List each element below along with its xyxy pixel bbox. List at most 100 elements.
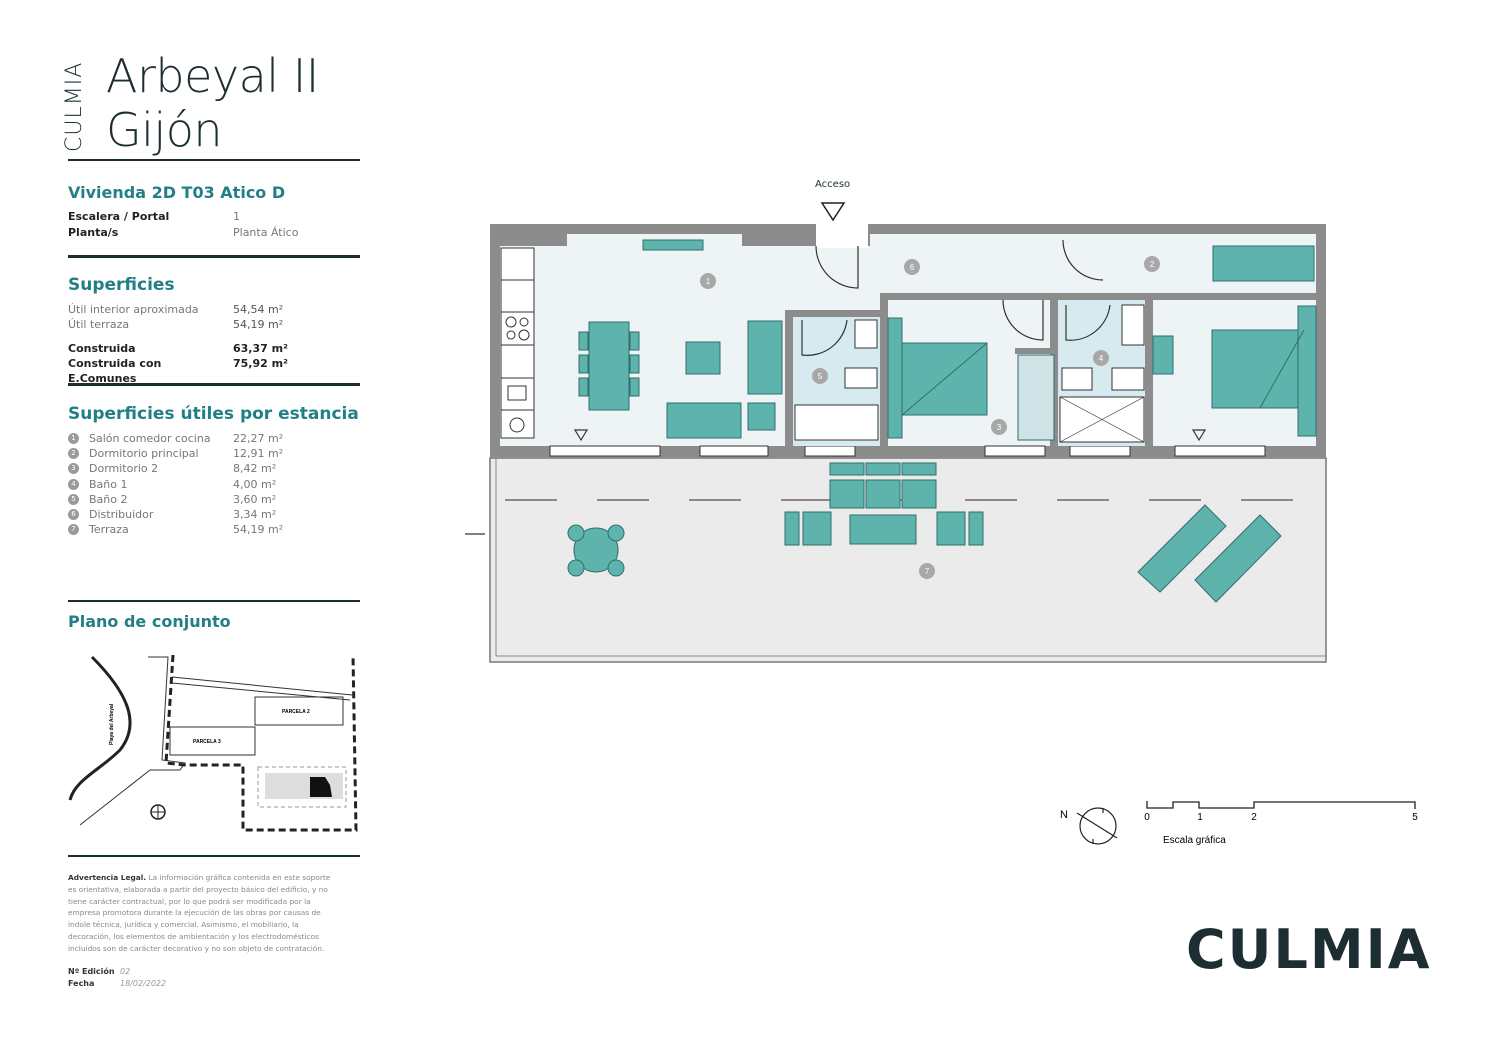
svg-text:4: 4 <box>1099 354 1104 363</box>
room-label: Dormitorio 2 <box>89 462 159 475</box>
kitchen-counter <box>500 247 535 439</box>
date-row: Fecha 18/02/2022 <box>68 978 166 990</box>
svg-text:5: 5 <box>1412 812 1418 823</box>
svg-text:2: 2 <box>1251 812 1257 823</box>
surface-label: Útil interior aproximada <box>68 303 199 316</box>
svg-text:0: 0 <box>1144 812 1150 823</box>
room-area: 8,42 m² <box>233 462 277 475</box>
scale-label: Escala gráfica <box>1163 835 1226 846</box>
room-label: Dormitorio principal <box>89 447 199 460</box>
svg-text:3: 3 <box>997 423 1002 432</box>
room-number-markers <box>700 256 1160 579</box>
project-city: Gijón <box>106 103 223 157</box>
parcel-b <box>169 726 256 756</box>
room-row: 3 Dormitorio 2 8,42 m² <box>68 461 358 476</box>
svg-text:6: 6 <box>910 263 915 272</box>
divider <box>68 159 360 161</box>
field-value: Planta Ático <box>233 226 299 239</box>
room-number-labels: 1 2 3 4 5 6 7 <box>706 260 1155 576</box>
legal-text: La información gráfica contenida en este… <box>68 873 331 953</box>
room-number-badge: 4 <box>68 479 79 490</box>
surface-label: Útil terraza <box>68 318 130 331</box>
field-value: 1 <box>233 210 240 223</box>
furniture <box>567 239 1317 603</box>
street-curve <box>68 655 132 801</box>
site-plan-title: Plano de conjunto <box>68 612 231 631</box>
room-label: Baño 1 <box>89 478 128 491</box>
room-number-badge: 2 <box>68 448 79 459</box>
room-label: Baño 2 <box>89 493 128 506</box>
room-area: 3,60 m² <box>233 493 277 506</box>
surface-row: Construida con E.Comunes 75,92 m² <box>68 356 358 386</box>
room-number-badge: 1 <box>68 433 79 444</box>
surface-label: Construida con E.Comunes <box>68 357 162 385</box>
surface-value: 75,92 m² <box>233 357 288 370</box>
surface-row: Útil interior aproximada 54,54 m² <box>68 302 358 317</box>
parcel-a <box>254 696 344 726</box>
project-title: Arbeyal II <box>106 49 319 103</box>
bath-fixtures <box>794 304 1145 443</box>
north-label: N <box>1060 809 1068 821</box>
unit-name: Vivienda 2D T03 Atico D <box>68 183 286 202</box>
date-value: 18/02/2022 <box>120 979 167 988</box>
compass-icon <box>1076 807 1118 845</box>
room-label: Salón comedor cocina <box>89 432 211 445</box>
room-row: 7 Terraza 54,19 m² <box>68 522 358 537</box>
scale-bar <box>1146 801 1416 809</box>
field-label: Planta/s <box>68 226 119 239</box>
room-row: 4 Baño 1 4,00 m² <box>68 477 358 492</box>
divider <box>68 600 360 602</box>
field-portal: Escalera / Portal 1 <box>68 209 358 224</box>
room-number-badge: 6 <box>68 509 79 520</box>
street-label: Playa del Arbeyal <box>109 703 115 745</box>
access-label: Acceso <box>815 179 851 190</box>
culmia-logo: CULMIA <box>1186 918 1432 981</box>
entrance-opening <box>816 224 868 248</box>
surface-value: 54,54 m² <box>233 303 284 316</box>
room-area: 54,19 m² <box>233 523 284 536</box>
window-arrows <box>573 429 1207 442</box>
north-icon-cross <box>151 805 165 819</box>
room-area: 3,34 m² <box>233 508 277 521</box>
superficies-title: Superficies <box>68 275 175 295</box>
room-label: Terraza <box>89 523 129 536</box>
legal-notice: Advertencia Legal. La información gráfic… <box>68 872 340 955</box>
bed-diagonals <box>901 329 1305 416</box>
doors <box>801 239 1111 356</box>
divider <box>68 855 360 857</box>
unit-highlight <box>310 777 332 797</box>
svg-text:2: 2 <box>1150 260 1155 269</box>
edition-row: Nº Edición 02 <box>68 966 130 978</box>
legal-heading: Advertencia Legal. <box>68 873 147 882</box>
svg-text:1: 1 <box>706 277 711 286</box>
date-label: Fecha <box>68 979 95 988</box>
field-label: Escalera / Portal <box>68 210 170 223</box>
field-planta: Planta/s Planta Ático <box>68 225 358 240</box>
svg-text:5: 5 <box>818 372 823 381</box>
surface-row: Construida 63,37 m² <box>68 341 358 356</box>
site-outline <box>79 656 186 826</box>
estancias-title: Superficies útiles por estancia <box>68 404 359 424</box>
scale-ticks: 0 1 2 5 <box>1144 812 1418 823</box>
building-footprint <box>257 766 347 808</box>
parcel-b-label: PARCELA 3 <box>193 739 221 745</box>
divider <box>68 255 360 258</box>
edition-value: 02 <box>120 967 131 976</box>
site-boundary <box>164 654 358 832</box>
surface-label: Construida <box>68 342 136 355</box>
edition-label: Nº Edición <box>68 967 115 976</box>
room-number-badge: 7 <box>68 524 79 535</box>
surface-value: 63,37 m² <box>233 342 288 355</box>
parcel-a-label: PARCELA 2 <box>282 709 310 715</box>
room-area: 4,00 m² <box>233 478 277 491</box>
site-plan: Playa del Arbeyal PARCELA 2 PARCELA 3 <box>68 654 358 832</box>
room-number-badge: 3 <box>68 463 79 474</box>
room-area: 22,27 m² <box>233 432 284 445</box>
divider <box>68 383 360 386</box>
svg-text:1: 1 <box>1197 812 1203 823</box>
